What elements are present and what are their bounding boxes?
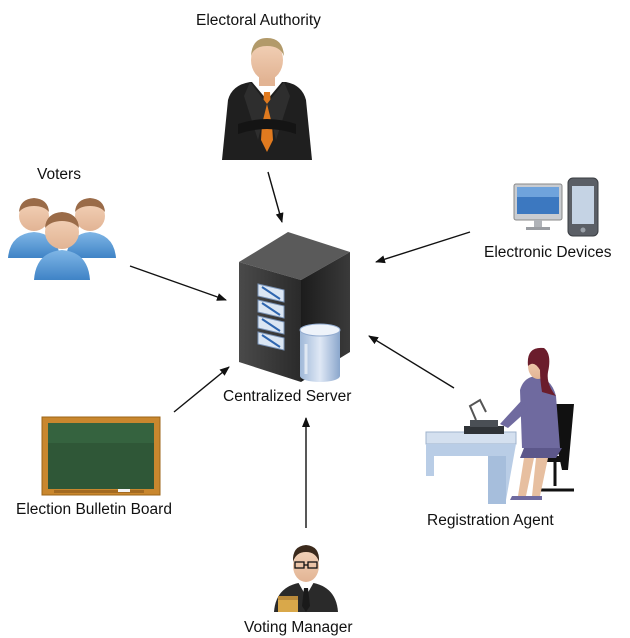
businessman-icon [222, 38, 312, 160]
server-tower-icon [239, 232, 350, 382]
computer-and-phone-icon [513, 177, 599, 237]
arrow-voters-to-server [129, 265, 227, 301]
arrow-registration-agent-to-server [368, 335, 455, 389]
woman-at-desk-icon [425, 347, 574, 504]
electoral-authority-label: Electoral Authority [196, 12, 321, 29]
group-of-people-icon [8, 198, 116, 280]
registration-agent-label: Registration Agent [427, 512, 554, 529]
election-bulletin-board-label: Election Bulletin Board [16, 501, 172, 518]
arrow-devices-to-server [375, 231, 471, 264]
voting-manager-label: Voting Manager [244, 619, 353, 636]
chalkboard-icon [41, 416, 161, 496]
voters-label: Voters [37, 166, 81, 183]
connector-arrows [129, 171, 471, 528]
electronic-devices-label: Electronic Devices [484, 244, 612, 261]
arrow-electoral-authority-to-server [267, 171, 284, 223]
centralized-server-label: Centralized Server [223, 388, 352, 405]
arrow-bulletin-board-to-server [173, 366, 230, 413]
man-with-glasses-icon [274, 545, 338, 612]
